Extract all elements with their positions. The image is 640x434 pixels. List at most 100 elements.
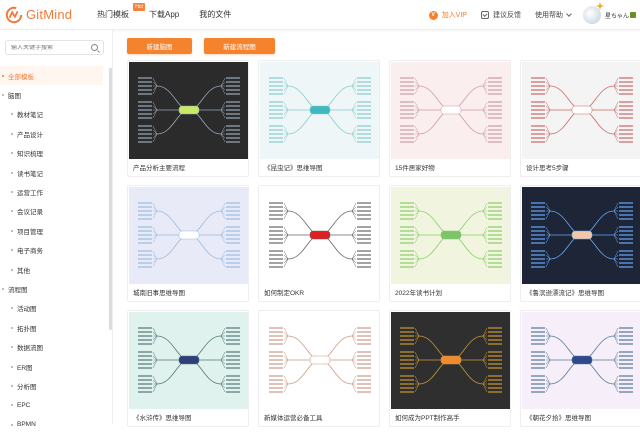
category-analysis[interactable]: 分析图	[0, 376, 103, 395]
top-navigation-bar: GitMind 热门模板 Hot 下载App 我的文件 V 加入VIP 建议反馈…	[0, 0, 640, 30]
nav-hot-templates[interactable]: 热门模板 Hot	[97, 3, 145, 20]
category-label: 其他	[17, 267, 30, 275]
user-menu[interactable]: 星ちゃん	[582, 6, 636, 24]
category-product-design[interactable]: 产品设计	[0, 124, 103, 143]
mindmap-preview-icon	[138, 327, 240, 393]
category-label: 分析图	[17, 383, 37, 391]
category-er[interactable]: ER图	[0, 357, 103, 376]
category-label: 电子商务	[17, 248, 43, 256]
bullet-icon	[11, 404, 13, 407]
template-thumbnail	[391, 187, 510, 284]
nav-download-app[interactable]: 下载App	[149, 10, 180, 19]
bullet-icon	[11, 132, 13, 135]
bullet-icon	[2, 74, 4, 77]
category-label: 项目管理	[17, 228, 43, 236]
template-title: 如何制定OKR	[264, 290, 305, 297]
template-thumbnail	[522, 62, 640, 159]
category-ecommerce[interactable]: 电子商务	[0, 241, 103, 260]
sidebar-scrollbar[interactable]	[109, 68, 112, 330]
category-label: 活动图	[17, 306, 37, 314]
category-activity[interactable]: 活动图	[0, 299, 103, 318]
template-title: 产品分析主要流程	[133, 165, 185, 172]
template-card[interactable]: 《朝花夕拾》思维导图	[520, 310, 640, 427]
help-label: 使用帮助	[534, 12, 563, 19]
bullet-icon	[11, 365, 13, 368]
category-bpmn[interactable]: BPMN	[0, 415, 103, 434]
mindmap-preview-icon	[400, 202, 502, 268]
template-card[interactable]: 新媒体运营必备工具	[258, 310, 380, 427]
template-card[interactable]: 《昆虫记》思维导图	[258, 60, 380, 177]
mindmap-preview-icon	[269, 202, 371, 268]
bullet-icon	[11, 249, 13, 252]
category-epc[interactable]: EPC	[0, 396, 103, 415]
bullet-icon	[2, 94, 4, 97]
category-label: 会议记录	[17, 209, 43, 217]
vip-label: 加入VIP	[441, 12, 467, 19]
category-label: 教材笔记	[17, 112, 43, 120]
mindmap-preview-icon	[269, 327, 371, 393]
template-card[interactable]: 如何成为PPT制作高手	[389, 310, 511, 427]
header-right: V 加入VIP 建议反馈 使用帮助 星ちゃん	[428, 0, 640, 30]
bullet-icon	[11, 171, 13, 174]
template-card[interactable]: 设计思考5步骤	[520, 60, 640, 177]
category-mindmap[interactable]: 脑图	[0, 85, 103, 104]
template-thumbnail	[260, 62, 379, 159]
join-vip-button[interactable]: V 加入VIP	[428, 10, 467, 20]
main-nav: 热门模板 Hot 下载App 我的文件	[97, 3, 251, 20]
logo[interactable]: GitMind	[5, 6, 85, 24]
category-operations[interactable]: 运营工作	[0, 182, 103, 201]
feedback-icon	[480, 11, 489, 19]
search-input[interactable]	[11, 44, 89, 51]
mindmap-preview-icon	[531, 327, 633, 393]
bullet-icon	[11, 326, 13, 329]
mindmap-preview-icon	[531, 202, 633, 268]
category-meeting-notes[interactable]: 会议记录	[0, 202, 103, 221]
category-flowchart[interactable]: 流程图	[0, 279, 103, 298]
category-project-mgmt[interactable]: 项目管理	[0, 221, 103, 240]
template-card[interactable]: 《鲁滨逊漂流记》思维导图	[520, 185, 640, 302]
avatar	[582, 6, 601, 24]
help-dropdown[interactable]: 使用帮助	[534, 10, 572, 20]
template-card[interactable]: 如何制定OKR	[258, 185, 380, 302]
bullet-icon	[11, 229, 13, 232]
template-thumbnail	[522, 187, 640, 284]
template-title: 《昆虫记》思维导图	[264, 165, 323, 172]
template-card[interactable]: 城南旧事思维导图	[127, 185, 249, 302]
category-label: 读书笔记	[17, 170, 43, 178]
category-other[interactable]: 其他	[0, 260, 103, 279]
category-label: EPC	[17, 401, 31, 409]
logo-text: GitMind	[26, 7, 73, 22]
category-topology[interactable]: 拓扑图	[0, 318, 103, 337]
category-label: 运营工作	[17, 190, 43, 198]
bullet-icon	[2, 287, 4, 290]
hot-badge: Hot	[133, 3, 145, 11]
template-card[interactable]: 产品分析主要流程	[127, 60, 249, 177]
category-reading-notes[interactable]: 读书笔记	[0, 163, 103, 182]
feedback-button[interactable]: 建议反馈	[480, 10, 521, 20]
category-label: 知识梳理	[17, 151, 43, 159]
template-thumbnail	[260, 312, 379, 409]
template-card[interactable]: 《水浒传》思维导图	[127, 310, 249, 427]
category-all-templates[interactable]: 全部模板	[0, 66, 103, 86]
new-flowchart-button[interactable]: 新建流程图	[204, 38, 275, 54]
bullet-icon	[11, 113, 13, 116]
template-title: 15件居家好物	[395, 165, 435, 172]
category-dataflow[interactable]: 数据流图	[0, 337, 103, 356]
template-card[interactable]: 2022年读书计划	[389, 185, 511, 302]
template-thumbnail	[260, 187, 379, 284]
template-card[interactable]: 15件居家好物	[389, 60, 511, 177]
template-thumbnail	[129, 187, 248, 284]
user-badge-icon	[630, 12, 636, 18]
bullet-icon	[11, 152, 13, 155]
nav-my-files[interactable]: 我的文件	[199, 10, 232, 19]
gitmind-logo-icon	[5, 6, 23, 23]
mindmap-preview-icon	[138, 77, 240, 143]
category-textbook-notes[interactable]: 教材笔记	[0, 105, 103, 124]
new-mindmap-button[interactable]: 新建脑图	[127, 38, 192, 54]
search-icon[interactable]	[91, 44, 98, 51]
category-knowledge[interactable]: 知识梳理	[0, 144, 103, 163]
template-thumbnail	[129, 312, 248, 409]
template-title: 如何成为PPT制作高手	[395, 415, 460, 422]
mindmap-preview-icon	[531, 77, 633, 143]
sidebar: 全部模板 脑图 教材笔记 产品设计 知识梳理 读书笔记 运营工作 会议记录 项目…	[0, 30, 113, 428]
